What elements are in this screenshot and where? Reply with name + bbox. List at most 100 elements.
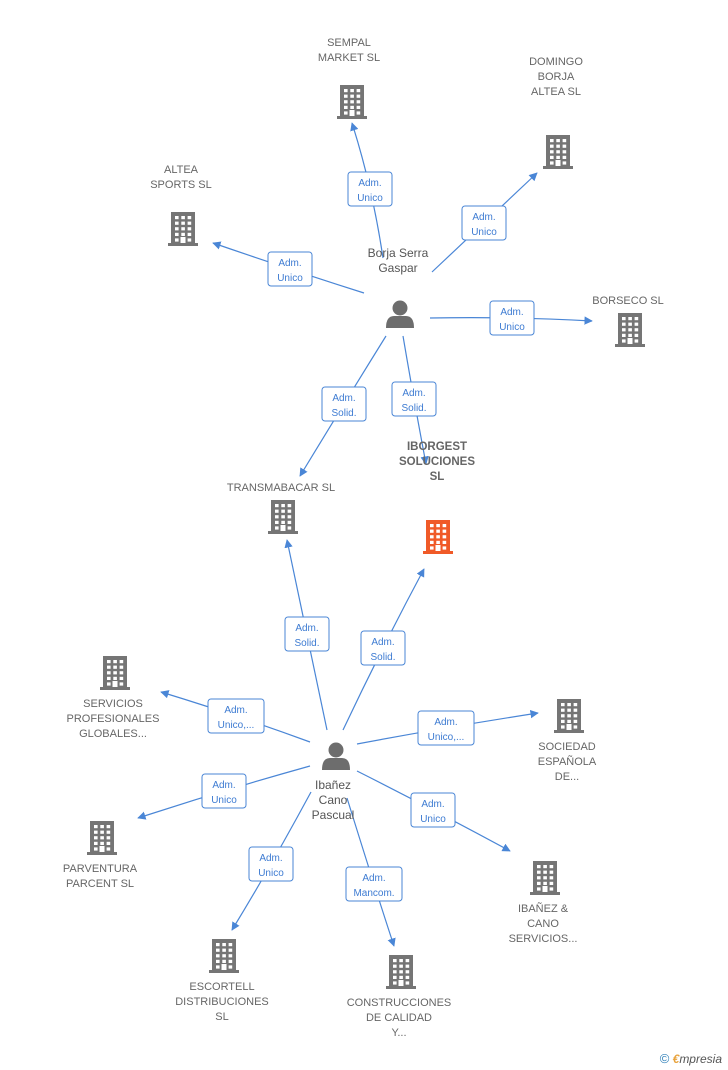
company-node-parventura[interactable] (87, 821, 117, 855)
person-icon (386, 300, 414, 328)
brand-logo: © €mpresia (659, 1051, 722, 1066)
company-label-servicios-line-0: SERVICIOS (83, 698, 143, 710)
edge-label-text: Adm. (358, 178, 381, 189)
edge-label-text: Adm. (500, 307, 523, 318)
person-node-borja[interactable] (386, 300, 414, 329)
edge-label-borja-borseco[interactable]: Adm. Unico (489, 300, 535, 336)
edge-label-box (347, 171, 393, 207)
company-label-construcciones-line-1: DE CALIDAD (366, 1012, 432, 1024)
building-icon (423, 520, 453, 554)
edge-label-box (345, 866, 403, 902)
company-node-sempal[interactable] (337, 85, 367, 119)
edge-label-box (417, 710, 475, 746)
edge-label-text: Adm. (434, 717, 457, 728)
company-node-transmabacar[interactable] (268, 500, 298, 534)
edge-label-box (284, 616, 330, 652)
person-label-ibanez-line-2: Pascual (312, 808, 355, 822)
edge-label-ibanez-sociedad[interactable]: Adm. Unico,... (417, 710, 475, 746)
edge-label-box (489, 300, 535, 336)
company-label-domingo-line-2: ALTEA SL (531, 86, 581, 98)
company-node-escortell[interactable] (209, 939, 239, 973)
edge-label-text: Unico (499, 322, 525, 333)
edge-label-text: Adm. (224, 705, 247, 716)
edge-label-ibanez-parventura[interactable]: Adm. Unico (201, 773, 247, 809)
company-label-transmabacar-line-0: TRANSMABACAR SL (227, 482, 335, 494)
building-icon (337, 85, 367, 119)
edge-label-borja-domingo[interactable]: Adm.Unico (461, 205, 507, 241)
company-label-ibanezcano-line-2: SERVICIOS... (509, 933, 578, 945)
edge-label-box (360, 630, 406, 666)
edge-label-ibanez-ibanezcano[interactable]: Adm.Unico (410, 792, 456, 828)
edge-label-text: Adm. (295, 623, 318, 634)
edge-label-borja-iborgest[interactable]: Adm.Solid. (391, 381, 437, 417)
edge-label-text: Unico (211, 795, 237, 806)
edge-label-box (321, 386, 367, 422)
building-icon (386, 955, 416, 989)
company-label-ibanezcano-line-0: IBAÑEZ & (518, 902, 569, 915)
person-label-ibanez-line-0: Ibañez (315, 778, 351, 792)
building-icon (209, 939, 239, 973)
company-label-sociedad-line-2: DE... (555, 771, 579, 783)
person-icon (322, 742, 350, 770)
edge-label-ibanez-iborgest[interactable]: Adm. Solid. (360, 630, 406, 666)
building-icon (543, 135, 573, 169)
company-label-ibanezcano-line-1: CANO (527, 918, 559, 930)
person-label-borja-line-1: Gaspar (378, 261, 417, 275)
edge-label-box (391, 381, 437, 417)
edge-label-text: Mancom. (353, 888, 394, 899)
company-label-sociedad-line-0: SOCIEDAD (538, 741, 596, 753)
edge-label-borja-transmabacar[interactable]: Adm.Solid. (321, 386, 367, 422)
edge-label-box (461, 205, 507, 241)
building-icon (268, 500, 298, 534)
edge-label-ibanez-servicios[interactable]: Adm. Unico,... (207, 698, 265, 734)
edge-label-text: Unico (357, 193, 383, 204)
edge-label-text: Adm. (212, 780, 235, 791)
company-label-servicios-line-1: PROFESIONALES (67, 713, 160, 725)
building-icon (100, 656, 130, 690)
edge-label-text: Solid. (370, 652, 395, 663)
company-node-borseco[interactable] (615, 313, 645, 347)
company-label-iborgest-line-2: SL (430, 471, 445, 483)
edge-label-ibanez-construcciones[interactable]: Adm. Mancom. (345, 866, 403, 902)
company-node-altea[interactable] (168, 212, 198, 246)
edge-label-box (201, 773, 247, 809)
edge-label-text: Solid. (331, 408, 356, 419)
building-icon (615, 313, 645, 347)
company-node-domingo[interactable] (543, 135, 573, 169)
company-label-altea-line-0: ALTEA (164, 164, 199, 176)
company-label-parventura-line-0: PARVENTURA (63, 863, 138, 875)
company-node-ibanezcano[interactable] (530, 861, 560, 895)
company-node-iborgest[interactable] (423, 520, 453, 554)
edge-label-ibanez-escortell[interactable]: Adm. Unico (248, 846, 294, 882)
edge-label-ibanez-transmabacar[interactable]: Adm.Solid. (284, 616, 330, 652)
company-node-sociedad[interactable] (554, 699, 584, 733)
company-label-sociedad-line-1: ESPAÑOLA (538, 755, 597, 768)
company-label-escortell-line-1: DISTRIBUCIONES (175, 996, 269, 1008)
edge-label-text: Adm. (278, 258, 301, 269)
person-label-borja-line-0: Borja Serra (368, 246, 429, 260)
edge-label-text: Adm. (362, 873, 385, 884)
edge-label-borja-altea[interactable]: Adm. Unico (267, 251, 313, 287)
company-label-domingo-line-0: DOMINGO (529, 56, 583, 68)
edge-label-text: Adm. (371, 637, 394, 648)
company-label-escortell-line-0: ESCORTELL (189, 981, 254, 993)
person-node-ibanez[interactable] (322, 742, 350, 771)
company-node-construcciones[interactable] (386, 955, 416, 989)
edge-label-text: Unico (258, 868, 284, 879)
edge-label-text: Unico (420, 814, 446, 825)
edge-label-text: Unico (277, 273, 303, 284)
company-label-construcciones-line-0: CONSTRUCCIONES (347, 997, 452, 1009)
company-node-servicios[interactable] (100, 656, 130, 690)
edge-label-text: Adm. (259, 853, 282, 864)
company-label-iborgest-line-1: SOLUCIONES (399, 456, 475, 468)
company-label-altea-line-1: SPORTS SL (150, 179, 212, 191)
company-label-sempal-line-0: SEMPAL (327, 37, 371, 49)
edge-label-text: Adm. (402, 388, 425, 399)
edge-label-text: Unico,... (218, 720, 255, 731)
edge-label-borja-sempal[interactable]: Adm. Unico (347, 171, 393, 207)
edge-label-text: Unico,... (428, 732, 465, 743)
edge-label-box (248, 846, 294, 882)
company-label-iborgest-line-0: IBORGEST (407, 441, 467, 453)
edge-label-text: Adm. (472, 212, 495, 223)
